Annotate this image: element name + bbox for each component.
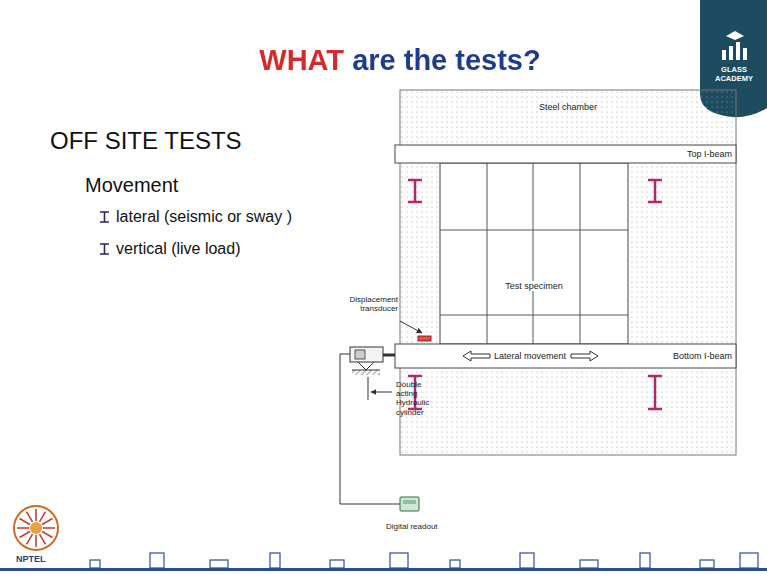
logo-spoke	[27, 512, 33, 522]
logo-spoke	[40, 534, 46, 544]
logo-text: GLASS ACADEMY	[703, 66, 765, 83]
footer-building	[700, 560, 714, 568]
part-label: Double acting Hydraulic cylinder	[396, 380, 440, 417]
digital-readout	[400, 497, 419, 511]
footer-building	[450, 560, 460, 568]
nptel-logo	[14, 506, 58, 550]
footer-building	[90, 560, 100, 568]
chamber-region: Steel chamberTop I-beamTest specimenLate…	[400, 90, 736, 455]
section-heading: OFF SITE TESTS	[50, 127, 242, 155]
logo-spoke	[27, 534, 33, 544]
right-arrow	[571, 351, 598, 361]
specimen-grid	[440, 163, 628, 344]
footer-building	[330, 560, 344, 568]
specimen-panel: Test specimen	[440, 163, 628, 344]
logo-spoke	[42, 532, 52, 538]
bullet-text: lateral (seismic or sway )	[116, 208, 292, 226]
footer-building	[520, 553, 534, 568]
part-label: Digital readout	[386, 522, 438, 531]
footer-building	[640, 553, 650, 568]
cylinder-piston	[355, 350, 365, 359]
hydraulic-cylinder	[350, 347, 383, 362]
footer-building	[580, 560, 598, 568]
ground-line	[352, 370, 380, 371]
specimen-panel	[440, 163, 628, 344]
cylinder-support	[358, 362, 374, 370]
footer-building	[390, 553, 408, 568]
node-text: Bottom I-beam	[673, 351, 732, 361]
logo-spoke	[20, 532, 30, 538]
footer-building	[740, 553, 758, 568]
cylinder-rod	[383, 354, 395, 357]
ground-hatch	[352, 370, 380, 375]
logo-spoke	[35, 509, 37, 521]
slide-title: WHAT are the tests?	[259, 44, 540, 77]
logo-spoke	[40, 512, 46, 522]
bottom-beam	[395, 344, 736, 368]
logo-bars	[722, 31, 747, 60]
node-text: Top I-beam	[687, 149, 732, 159]
signal-wire	[340, 354, 400, 504]
beam-band: Top I-beam	[395, 145, 736, 163]
logo-spoke	[17, 527, 29, 529]
displacement-transducer	[418, 336, 431, 341]
footer-building	[150, 553, 164, 568]
node-text: Test specimen	[503, 281, 565, 291]
node-text: Steel chamber	[539, 102, 597, 112]
logo-spoke	[20, 519, 30, 525]
node-text: Lateral movement	[494, 351, 566, 361]
readout-screen	[403, 500, 416, 504]
leader-line	[400, 321, 422, 333]
footer-building	[270, 553, 280, 568]
subheading: Movement	[85, 174, 178, 197]
footer-building	[210, 560, 228, 568]
logo-spoke	[42, 519, 52, 525]
i-beam-section	[408, 180, 662, 409]
logo-text: NPTEL	[14, 554, 48, 564]
bullet-icon	[100, 212, 109, 254]
part-label: Displacement transducer	[336, 295, 398, 313]
leader-line	[371, 392, 392, 393]
left-arrow	[463, 351, 490, 361]
logo-spoke	[43, 527, 55, 529]
logo-spoke	[35, 535, 37, 547]
footer-strip	[0, 553, 767, 571]
top-beam	[395, 145, 736, 163]
leader-line	[368, 377, 369, 400]
beam-band: Lateral movement Bottom I-beam	[395, 344, 736, 368]
bullet-text: vertical (live load)	[116, 240, 240, 258]
